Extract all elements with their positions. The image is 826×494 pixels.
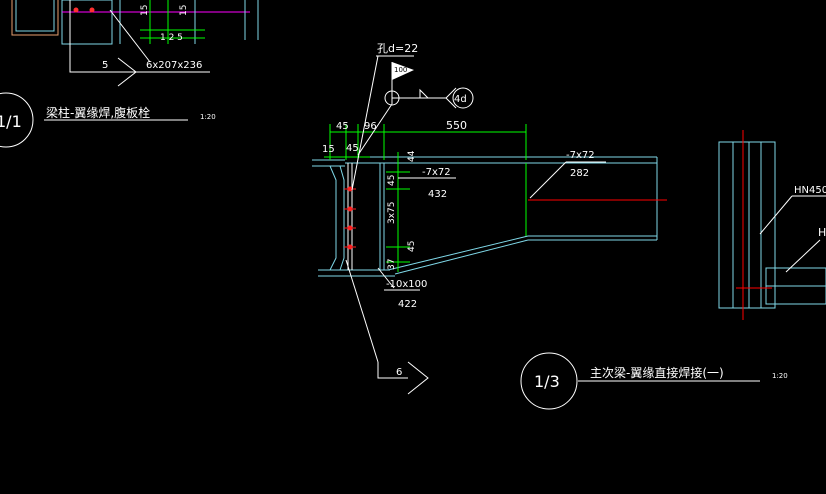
main-beam-detail: 45 96 45 15 550 44 45 3x75 45 37 -7x72 4…	[312, 42, 667, 395]
dim-text-45a: 45	[336, 121, 349, 132]
haunch-flange	[387, 235, 529, 271]
weld-tail	[445, 87, 457, 109]
top-dim-15a: 15	[140, 5, 150, 16]
bottom-leader	[377, 267, 395, 289]
hole-diameter-label: 孔d=22	[377, 42, 418, 55]
left-detail-title: 1/1 梁柱-翼缘焊,腹板栓 1:20	[0, 92, 216, 148]
weld-symbol	[117, 57, 137, 87]
weld-flag-symbol: 4d 100	[357, 62, 474, 156]
left-detail-title-text: 梁柱-翼缘焊,腹板栓	[46, 105, 150, 120]
column-outline	[11, 0, 59, 36]
dim-text-15: 15	[322, 144, 335, 155]
weld-circle	[452, 87, 474, 109]
stiffener-length: 432	[428, 189, 447, 200]
dim-text-45c: 45	[387, 175, 397, 186]
bottom-length: 422	[398, 299, 417, 310]
flag-leader	[357, 103, 393, 156]
bolt-group	[344, 186, 356, 250]
top-label-spec: 6x207x236	[146, 60, 202, 71]
section-number: 6	[396, 367, 402, 378]
detail-number: 1/3	[534, 372, 560, 391]
hole-leader-diagonal	[351, 55, 379, 191]
right-partial-detail: HN450 H	[718, 130, 826, 320]
detail-scale: 1:20	[772, 372, 788, 380]
dim-text-96: 96	[364, 121, 377, 132]
dim-text-3x75: 3x75	[387, 201, 397, 224]
flag-number: 100	[394, 66, 407, 74]
top-left-detail: 15 15 1 2 5 5 6x207x236	[11, 0, 259, 87]
top-dim-15b: 15	[179, 5, 189, 16]
section-leader	[345, 259, 379, 363]
fillet-weld-icon	[419, 88, 430, 99]
detail-circle	[0, 92, 34, 148]
stiffener-spec: -7x72	[422, 167, 451, 178]
dim-text-45b: 45	[346, 143, 359, 154]
dim-text-550: 550	[446, 119, 467, 132]
haunch-flange	[394, 239, 529, 275]
h-label: H	[818, 226, 826, 239]
dim-text-45d: 45	[407, 241, 417, 252]
detail-title-1-3: 1/3 主次梁-翼缘直接焊接(一) 1:20	[520, 352, 788, 410]
flag	[392, 62, 414, 80]
weld-4d-label: 4d	[454, 94, 467, 105]
column-inner-outline	[15, 0, 55, 32]
hn-label: HN450	[794, 185, 826, 196]
top-dim-125: 1 2 5	[160, 33, 183, 43]
dim-text-37: 37	[387, 259, 397, 270]
bolt-mark	[89, 7, 95, 13]
web-spec: -7x72	[566, 150, 595, 161]
dimension-lines	[324, 124, 527, 272]
column-web	[339, 165, 345, 271]
left-detail-scale: 1:20	[200, 113, 216, 121]
bottom-spec: -10x100	[386, 279, 427, 290]
h-leader	[785, 239, 821, 273]
web-leader	[529, 161, 567, 199]
bolt-mark	[73, 7, 79, 13]
left-detail-number: 1/1	[0, 112, 22, 131]
section-cut-line	[377, 362, 408, 379]
top-label-5: 5	[102, 60, 108, 71]
top-leader-line	[69, 0, 210, 73]
dim-text-44: 44	[407, 150, 417, 162]
detail-title-text: 主次梁-翼缘直接焊接(一)	[590, 365, 724, 380]
hn-leader	[759, 195, 793, 235]
top-leader-diagonal	[109, 9, 151, 63]
section-arrow-icon	[407, 361, 429, 395]
column-web	[329, 165, 337, 271]
plate-outline	[61, 0, 113, 45]
web-length: 282	[570, 168, 589, 179]
detail-circle	[520, 352, 578, 410]
column-outline	[718, 141, 776, 309]
